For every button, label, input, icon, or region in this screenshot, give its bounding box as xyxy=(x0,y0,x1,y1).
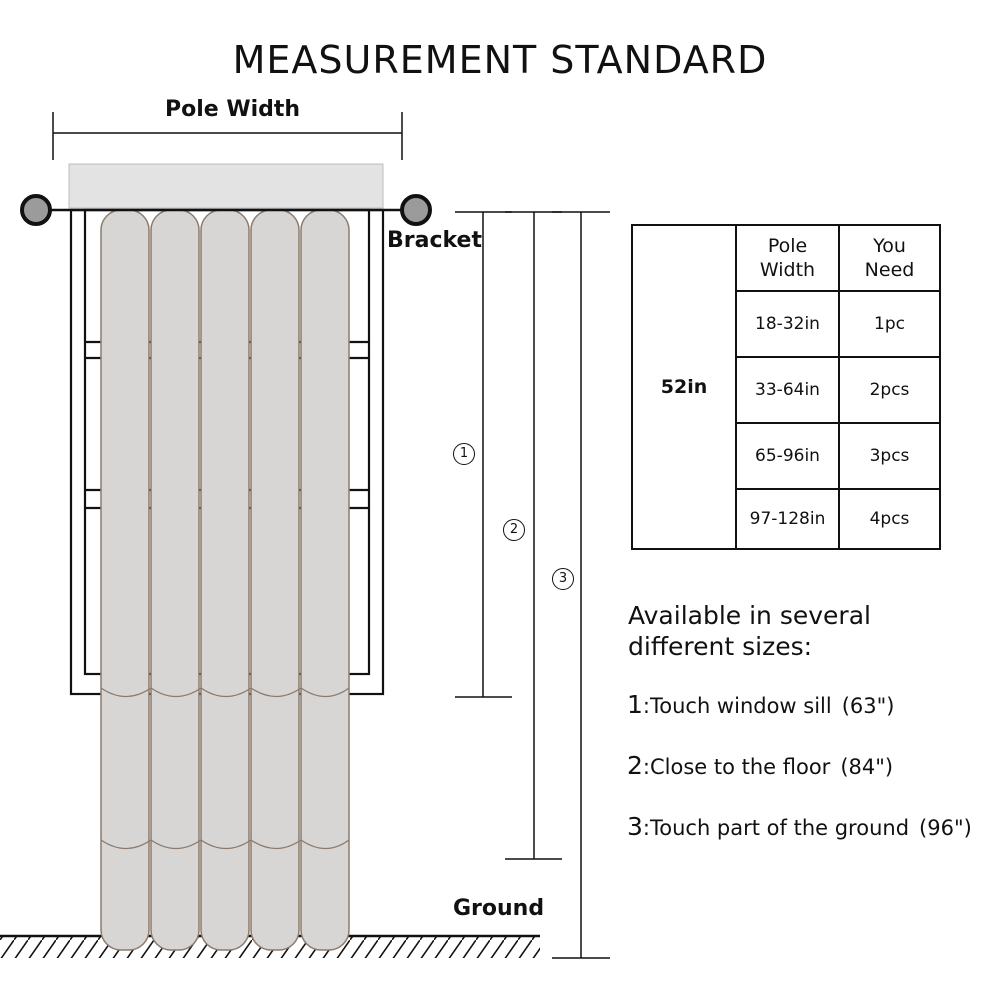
row-you-need: 4pcs xyxy=(838,488,941,550)
option-value: (84") xyxy=(840,755,894,779)
table-row: 97-128in 4pcs xyxy=(632,488,941,550)
ground-label: Ground xyxy=(453,896,545,921)
row-you-need: 2pcs xyxy=(838,356,941,424)
marker-2: 2 xyxy=(503,519,525,541)
row-pole-width: 65-96in xyxy=(735,422,840,490)
table-row: 18-32in 1pc xyxy=(632,290,941,358)
page-title: MEASUREMENT STANDARD xyxy=(232,38,768,82)
table-row: 33-64in 2pcs xyxy=(632,356,941,424)
length-dimensions xyxy=(455,211,610,959)
curtain-panels xyxy=(100,209,350,951)
pole-width-label: Pole Width xyxy=(165,97,301,122)
bracket-label: Bracket xyxy=(387,228,482,253)
option-number: 1 xyxy=(627,690,643,719)
available-sizes-heading: Available in several different sizes: xyxy=(628,601,871,661)
curtain-panel xyxy=(300,209,350,951)
option-2: 2:Close to the floor (84") xyxy=(627,751,893,780)
row-you-need: 1pc xyxy=(838,290,941,358)
option-text: :Touch part of the ground xyxy=(642,816,910,840)
header-pole-width: Pole Width xyxy=(735,224,840,292)
row-you-need: 3pcs xyxy=(838,422,941,490)
header-pole-width-line2: Width xyxy=(759,259,816,281)
row-pole-width: 18-32in xyxy=(735,290,840,358)
header-pole-width-line1: Pole xyxy=(767,235,808,257)
pole-width-dimension xyxy=(52,112,403,160)
curtain-valance xyxy=(68,163,384,209)
curtain-panel xyxy=(150,209,200,951)
bracket-left xyxy=(20,194,52,226)
bracket-right xyxy=(400,194,432,226)
size-table: 52in Pole Width You Need 18-32in 1pc 33-… xyxy=(631,224,941,550)
header-you-need-line2: Need xyxy=(864,259,915,281)
option-value: (63") xyxy=(841,694,895,718)
curtain-panel xyxy=(250,209,300,951)
option-number: 2 xyxy=(627,751,643,780)
curtain-size-cell: 52in xyxy=(631,224,737,550)
option-value: (96") xyxy=(919,816,972,840)
header-you-need: You Need xyxy=(838,224,941,292)
option-text: :Close to the floor xyxy=(642,755,831,779)
curtain-rod xyxy=(20,194,432,226)
row-pole-width: 33-64in xyxy=(735,356,840,424)
table-header-row: 52in Pole Width You Need xyxy=(631,224,941,550)
option-number: 3 xyxy=(627,812,643,841)
table-row: 65-96in 3pcs xyxy=(632,422,941,490)
header-you-need-line1: You xyxy=(873,235,906,257)
option-1: 1:Touch window sill (63") xyxy=(627,690,895,719)
marker-3: 3 xyxy=(552,568,574,590)
option-3: 3:Touch part of the ground (96") xyxy=(627,812,972,841)
option-text: :Touch window sill xyxy=(642,694,832,718)
row-pole-width: 97-128in xyxy=(735,488,840,550)
curtain-panel xyxy=(100,209,150,951)
marker-1: 1 xyxy=(453,443,475,465)
curtain-panel xyxy=(200,209,250,951)
